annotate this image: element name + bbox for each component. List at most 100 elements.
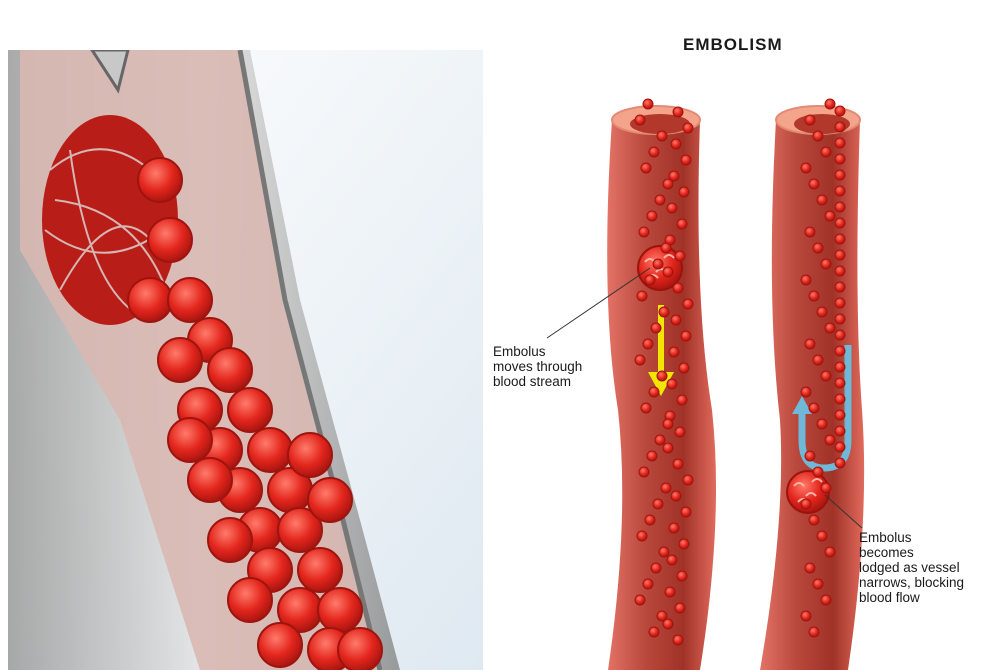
blood-cell bbox=[655, 435, 665, 445]
blood-cell bbox=[659, 547, 669, 557]
blood-cell bbox=[635, 595, 645, 605]
blood-cell bbox=[645, 275, 655, 285]
blood-cell bbox=[835, 250, 845, 260]
blood-cell bbox=[835, 314, 845, 324]
label-embolus-lodged: Embolus becomes lodged as vessel narrows… bbox=[859, 530, 964, 605]
blood-cell bbox=[817, 307, 827, 317]
blood-cell bbox=[643, 339, 653, 349]
blood-cell bbox=[635, 355, 645, 365]
blood-cell bbox=[138, 158, 182, 202]
blood-cell bbox=[677, 395, 687, 405]
blood-cell bbox=[825, 547, 835, 557]
blood-cell bbox=[679, 187, 689, 197]
blood-cell bbox=[208, 518, 252, 562]
blood-cell bbox=[681, 507, 691, 517]
blood-cell bbox=[637, 291, 647, 301]
blood-cell bbox=[647, 451, 657, 461]
label-line: blood stream bbox=[493, 374, 582, 389]
blood-cell bbox=[651, 323, 661, 333]
blood-cell bbox=[168, 418, 212, 462]
blood-cell bbox=[683, 475, 693, 485]
blood-cell bbox=[813, 467, 823, 477]
blood-cell bbox=[673, 635, 683, 645]
blood-cell bbox=[835, 458, 845, 468]
blood-cell bbox=[679, 539, 689, 549]
blood-cell bbox=[801, 275, 811, 285]
blood-cell bbox=[835, 346, 845, 356]
blood-cell bbox=[643, 579, 653, 589]
blood-cell bbox=[817, 531, 827, 541]
blood-cell bbox=[821, 371, 831, 381]
blood-cell bbox=[298, 548, 342, 592]
blood-cell bbox=[809, 515, 819, 525]
blood-cell bbox=[338, 628, 382, 670]
blood-cell bbox=[821, 147, 831, 157]
blood-cell bbox=[675, 603, 685, 613]
blood-cell bbox=[657, 371, 667, 381]
blood-cell bbox=[671, 491, 681, 501]
blood-cell bbox=[647, 211, 657, 221]
blood-cell bbox=[663, 419, 673, 429]
blood-cell bbox=[683, 123, 693, 133]
blood-cell bbox=[835, 298, 845, 308]
blood-cell bbox=[677, 219, 687, 229]
blood-cell bbox=[675, 251, 685, 261]
blood-cell bbox=[667, 203, 677, 213]
blood-cell bbox=[805, 227, 815, 237]
blood-cell bbox=[681, 155, 691, 165]
blood-cell bbox=[821, 483, 831, 493]
blood-cell bbox=[805, 339, 815, 349]
blood-cell bbox=[168, 278, 212, 322]
blood-cell bbox=[671, 315, 681, 325]
blood-cell bbox=[653, 499, 663, 509]
blood-cell bbox=[669, 347, 679, 357]
blood-cell bbox=[649, 387, 659, 397]
diagram-title: EMBOLISM bbox=[683, 35, 783, 55]
label-line: lodged as vessel bbox=[859, 560, 964, 575]
blood-cell bbox=[641, 163, 651, 173]
blood-cell bbox=[805, 563, 815, 573]
label-embolus-moving: Embolus moves through blood stream bbox=[493, 344, 582, 389]
blood-cell bbox=[809, 179, 819, 189]
blood-cell bbox=[667, 379, 677, 389]
blood-cell bbox=[228, 578, 272, 622]
label-line: moves through bbox=[493, 359, 582, 374]
blood-cell bbox=[288, 433, 332, 477]
blood-cell bbox=[661, 483, 671, 493]
blood-cell bbox=[835, 202, 845, 212]
blood-cell bbox=[835, 266, 845, 276]
blood-cell bbox=[653, 259, 663, 269]
blood-cell bbox=[835, 170, 845, 180]
blood-cell bbox=[805, 115, 815, 125]
blood-cell bbox=[671, 139, 681, 149]
blood-cell bbox=[683, 299, 693, 309]
blood-cell bbox=[835, 410, 845, 420]
blood-cell bbox=[248, 428, 292, 472]
blood-cell bbox=[825, 323, 835, 333]
blood-cell bbox=[835, 378, 845, 388]
blood-cell bbox=[809, 403, 819, 413]
blood-cell bbox=[801, 163, 811, 173]
blood-cell bbox=[651, 563, 661, 573]
blood-cell bbox=[813, 243, 823, 253]
blood-cell bbox=[641, 403, 651, 413]
blood-cell bbox=[835, 218, 845, 228]
blood-cell bbox=[835, 154, 845, 164]
blood-cell bbox=[635, 115, 645, 125]
blood-cell bbox=[809, 627, 819, 637]
blood-cell bbox=[188, 458, 232, 502]
blood-cell bbox=[825, 211, 835, 221]
blood-cell bbox=[655, 195, 665, 205]
blood-cell bbox=[835, 426, 845, 436]
blood-cell bbox=[228, 388, 272, 432]
blood-cell bbox=[673, 107, 683, 117]
blood-cell bbox=[813, 131, 823, 141]
blood-cell bbox=[667, 555, 677, 565]
blood-cell bbox=[158, 338, 202, 382]
blood-cell bbox=[657, 131, 667, 141]
blood-cell bbox=[663, 267, 673, 277]
blood-cell bbox=[665, 587, 675, 597]
blood-cell bbox=[639, 467, 649, 477]
blood-cell bbox=[128, 278, 172, 322]
